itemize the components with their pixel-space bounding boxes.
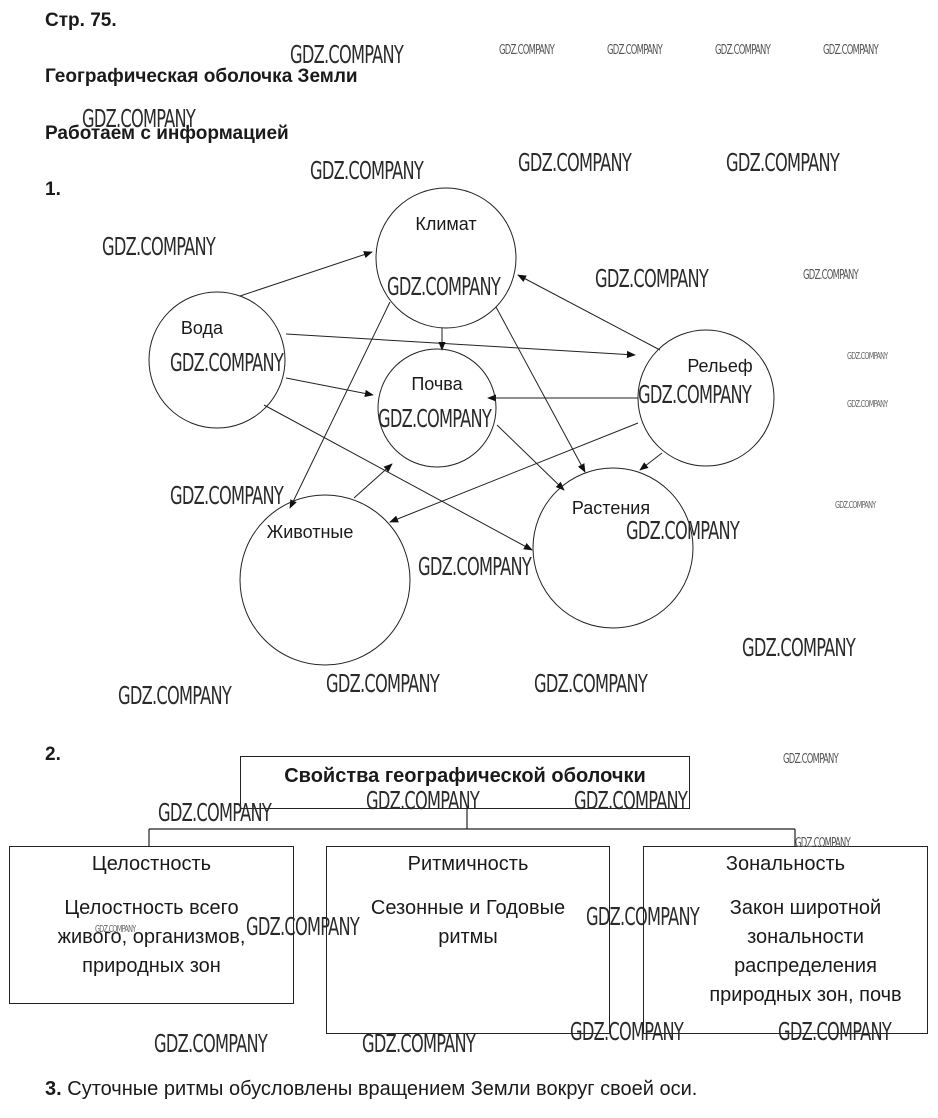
node-soil bbox=[377, 348, 497, 468]
edge-climate-plants bbox=[495, 306, 586, 473]
watermark: GDZ.COMPANY bbox=[290, 40, 404, 69]
watermark: GDZ.COMPANY bbox=[246, 912, 360, 941]
property-box-rhythm: Ритмичность Сезонные и Годовые ритмы bbox=[326, 846, 610, 1034]
node-water bbox=[148, 291, 286, 429]
watermark: GDZ.COMPANY bbox=[534, 669, 648, 698]
edge-water-relief bbox=[285, 333, 636, 359]
edge-relief-plants bbox=[639, 452, 663, 471]
edge-relief-animals bbox=[389, 422, 639, 523]
watermark: GDZ.COMPANY bbox=[795, 836, 851, 851]
watermark: GDZ.COMPANY bbox=[586, 902, 700, 931]
watermark: GDZ.COMPANY bbox=[715, 43, 771, 58]
watermark: GDZ.COMPANY bbox=[499, 43, 555, 58]
watermark: GDZ.COMPANY bbox=[726, 148, 840, 177]
page-reference: Стр. 75. bbox=[45, 10, 117, 31]
property-line: природных зон bbox=[82, 955, 221, 977]
watermark: GDZ.COMPANY bbox=[170, 481, 284, 510]
properties-root-box: Свойства географической оболочки bbox=[240, 756, 690, 809]
watermark: GDZ.COMPANY bbox=[847, 399, 888, 410]
watermark: GDZ.COMPANY bbox=[638, 380, 752, 409]
watermark: GDZ.COMPANY bbox=[310, 156, 424, 185]
property-title: Целостность bbox=[91, 853, 212, 875]
property-title: Ритмичность bbox=[407, 853, 529, 875]
watermark: GDZ.COMPANY bbox=[378, 404, 492, 433]
node-plants bbox=[532, 467, 694, 629]
property-line: природных зон, почв bbox=[709, 984, 902, 1006]
task3-number: 3. bbox=[45, 1078, 62, 1100]
node-animals bbox=[239, 494, 411, 666]
watermark: GDZ.COMPANY bbox=[574, 786, 688, 815]
property-box-integrity: Целостность Целостность всего живого, ор… bbox=[9, 846, 294, 1004]
watermark: GDZ.COMPANY bbox=[626, 516, 740, 545]
edge-water-soil bbox=[285, 377, 374, 397]
property-line: распределения bbox=[734, 955, 877, 977]
watermark: GDZ.COMPANY bbox=[154, 1029, 268, 1058]
diagram-edges bbox=[239, 251, 663, 551]
task3-answer: 3. Суточные ритмы обусловлены вращением … bbox=[45, 1078, 697, 1101]
watermark: GDZ.COMPANY bbox=[778, 1017, 892, 1046]
watermark: GDZ.COMPANY bbox=[570, 1017, 684, 1046]
watermark: GDZ.COMPANY bbox=[118, 681, 232, 710]
watermark: GDZ.COMPANY bbox=[387, 272, 501, 301]
node-label-water: Вода bbox=[181, 318, 224, 338]
edge-climate-animals bbox=[289, 301, 391, 509]
node-label-relief: Рельеф bbox=[687, 356, 753, 376]
property-box-zonality: Зональность Закон широтной зональности р… bbox=[643, 846, 928, 1034]
node-relief bbox=[637, 329, 775, 467]
property-line: живого, организмов, bbox=[57, 926, 246, 948]
watermark: GDZ.COMPANY bbox=[803, 268, 859, 283]
watermark: GDZ.COMPANY bbox=[362, 1029, 476, 1058]
node-climate bbox=[375, 187, 517, 329]
topic-title: Географическая оболочка Земли bbox=[45, 66, 358, 87]
property-line: ритмы bbox=[438, 926, 498, 948]
edge-animals-soil bbox=[353, 463, 393, 499]
watermark: GDZ.COMPANY bbox=[170, 348, 284, 377]
property-line: зональности bbox=[747, 926, 864, 948]
watermark: GDZ.COMPANY bbox=[418, 552, 532, 581]
node-label-plants: Растения bbox=[572, 498, 650, 518]
watermark: GDZ.COMPANY bbox=[82, 104, 196, 133]
node-label-soil: Почва bbox=[411, 374, 463, 394]
property-line: Закон широтной bbox=[729, 897, 882, 919]
watermark: GDZ.COMPANY bbox=[518, 148, 632, 177]
watermark: GDZ.COMPANY bbox=[326, 669, 440, 698]
watermark: GDZ.COMPANY bbox=[158, 798, 272, 827]
property-title: Зональность bbox=[725, 853, 846, 875]
watermark: GDZ.COMPANY bbox=[823, 43, 879, 58]
watermark: GDZ.COMPANY bbox=[783, 752, 839, 767]
watermark: GDZ.COMPANY bbox=[835, 500, 876, 511]
edge-soil-plants bbox=[496, 424, 565, 491]
node-label-animals: Животные bbox=[267, 522, 354, 542]
node-label-climate: Климат bbox=[415, 214, 476, 234]
edge-relief-climate bbox=[517, 274, 661, 351]
task3-text: Суточные ритмы обусловлены вращением Зем… bbox=[61, 1078, 698, 1100]
property-line: Целостность всего bbox=[64, 897, 239, 919]
watermark: GDZ.COMPANY bbox=[742, 633, 856, 662]
watermark: GDZ.COMPANY bbox=[366, 786, 480, 815]
watermark: GDZ.COMPANY bbox=[95, 924, 136, 935]
watermark: GDZ.COMPANY bbox=[847, 351, 888, 362]
watermark: GDZ.COMPANY bbox=[102, 232, 216, 261]
watermark: GDZ.COMPANY bbox=[595, 264, 709, 293]
edge-water-climate bbox=[239, 251, 373, 297]
property-line: Сезонные и Годовые bbox=[370, 897, 566, 919]
tree-connectors bbox=[148, 809, 796, 847]
edge-water-plants bbox=[263, 404, 533, 551]
section-title: Работаем с информацией bbox=[45, 123, 289, 144]
task1-number: 1. bbox=[45, 179, 61, 200]
task2-number: 2. bbox=[45, 744, 61, 765]
properties-root-label: Свойства географической оболочки bbox=[284, 765, 646, 787]
watermark: GDZ.COMPANY bbox=[607, 43, 663, 58]
